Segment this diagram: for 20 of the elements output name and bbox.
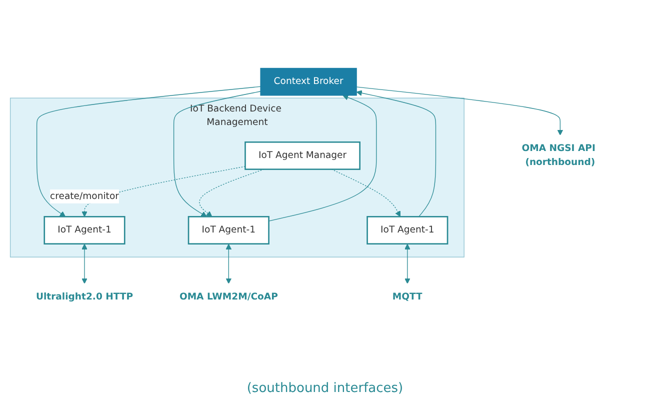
node-box: Context Broker (260, 68, 357, 96)
node-box: IoT Agent-1 (44, 216, 126, 244)
arrow (82, 244, 88, 284)
arrow (331, 168, 401, 217)
node-text: Ultralight2.0 HTTP (36, 292, 134, 302)
arrow (173, 91, 261, 217)
node-text: MQTT (392, 292, 422, 302)
arrow (356, 90, 436, 217)
note-text: (southbound interfaces) (246, 381, 404, 396)
arrow (404, 244, 410, 284)
node-box: IoT Agent-1 (188, 216, 270, 244)
node-box: IoT Agent Manager (244, 141, 360, 170)
node-box: IoT Agent-1 (366, 216, 448, 244)
arrow (268, 94, 377, 222)
arrow (226, 244, 232, 284)
node-text: OMA NGSI API (northbound) (522, 143, 596, 168)
arrow (199, 168, 264, 217)
edge-label: create/monitor (50, 190, 119, 202)
node-text: OMA LWM2M/CoAP (179, 292, 278, 302)
arrow (356, 86, 564, 136)
